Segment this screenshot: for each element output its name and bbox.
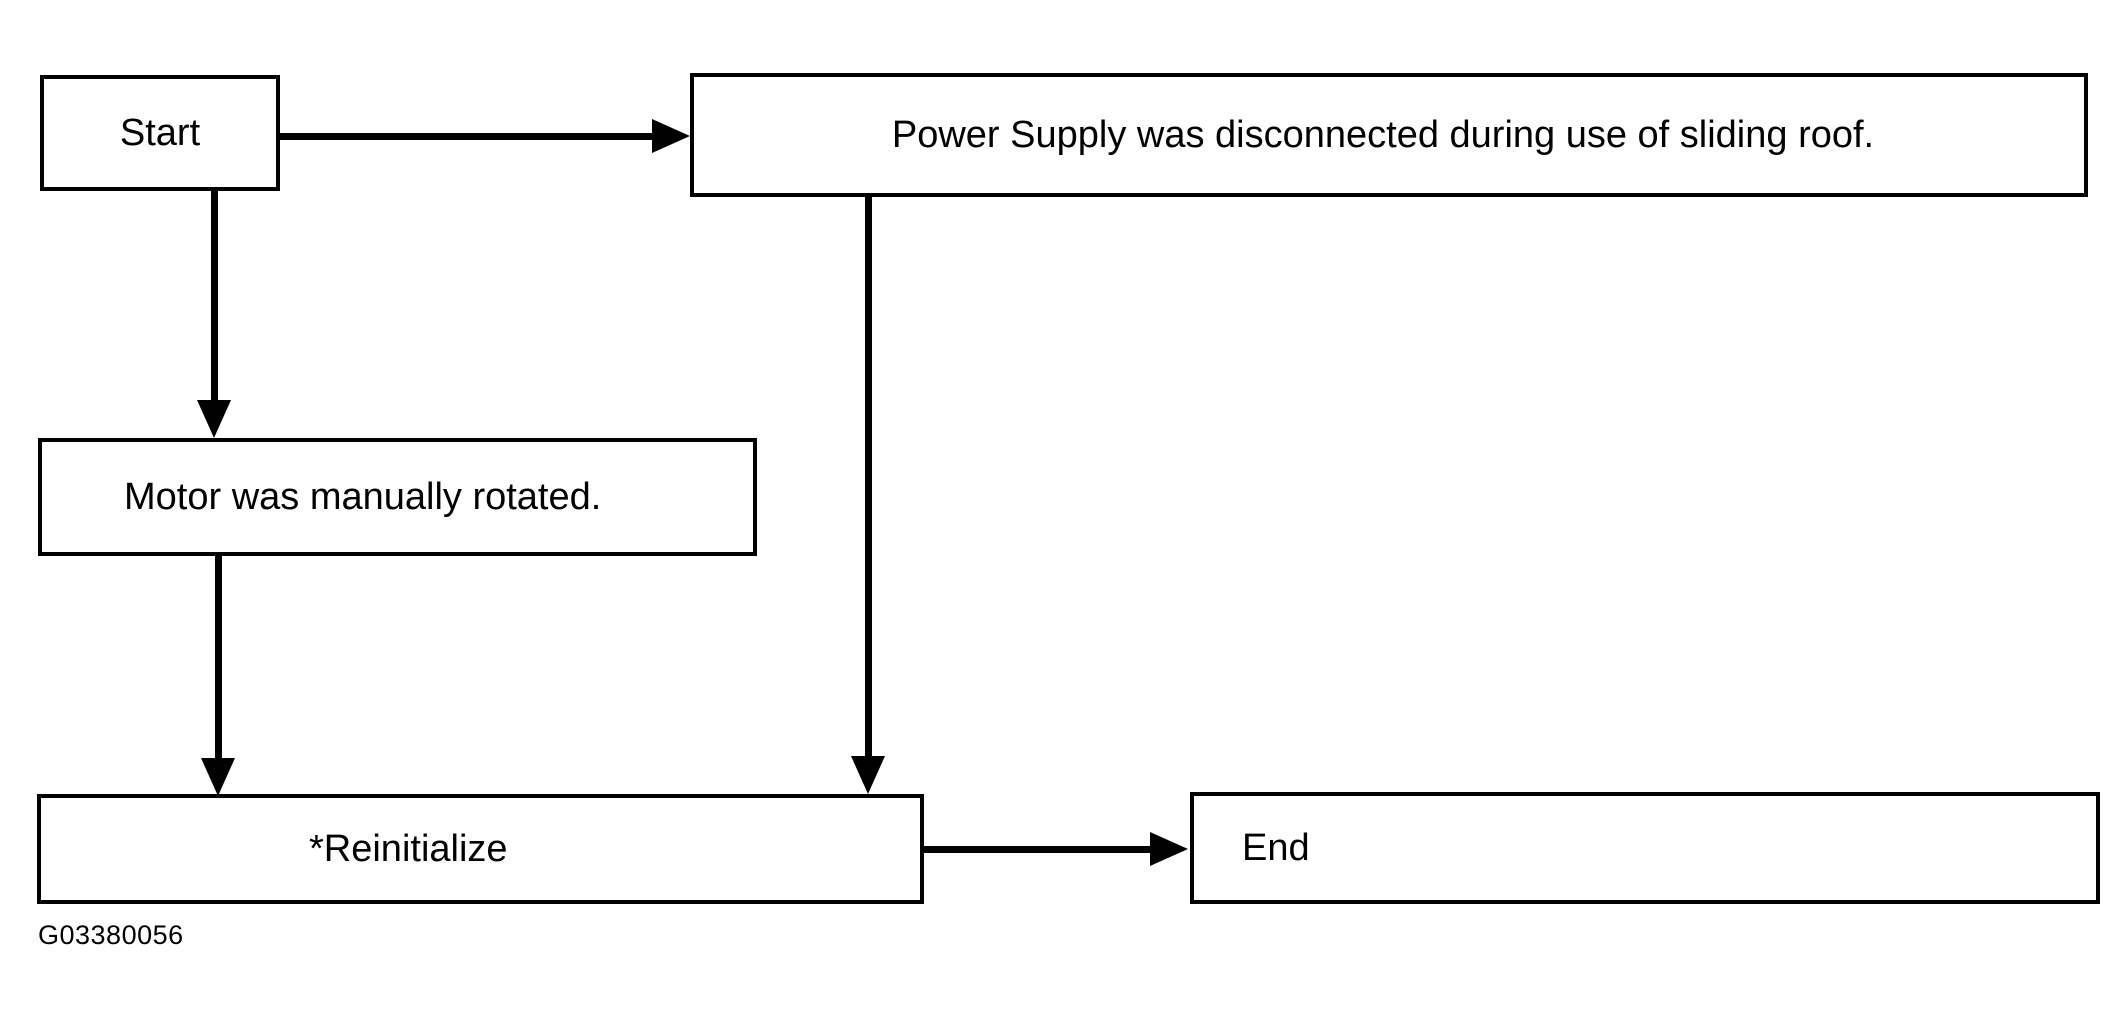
arrow-right-icon	[1150, 832, 1188, 866]
node-reinitialize-label: *Reinitialize	[309, 828, 508, 870]
node-start-label: Start	[119, 112, 201, 154]
figure-caption: G03380056	[38, 920, 184, 950]
node-end-label: End	[1242, 827, 1310, 869]
edge-reinitialize-to-end-line	[924, 846, 1154, 853]
arrow-down-icon	[201, 758, 235, 796]
edge-motor-to-reinitialize-line	[215, 555, 222, 763]
arrow-down-icon	[851, 756, 885, 794]
node-power-supply-label: Power Supply was disconnected during use…	[891, 114, 1875, 156]
node-motor: Motor was manually rotated.	[38, 438, 757, 556]
edge-power-supply-to-reinitialize-line	[865, 196, 872, 761]
node-start: Start	[40, 75, 280, 191]
edge-start-to-power-supply-line	[280, 133, 658, 140]
node-reinitialize: *Reinitialize	[37, 794, 924, 904]
arrow-right-icon	[652, 119, 690, 153]
node-end: End	[1190, 792, 2100, 904]
node-power-supply: Power Supply was disconnected during use…	[690, 73, 2088, 197]
edge-start-to-motor-line	[211, 191, 218, 406]
arrow-down-icon	[197, 400, 231, 438]
node-motor-label: Motor was manually rotated.	[124, 476, 602, 518]
